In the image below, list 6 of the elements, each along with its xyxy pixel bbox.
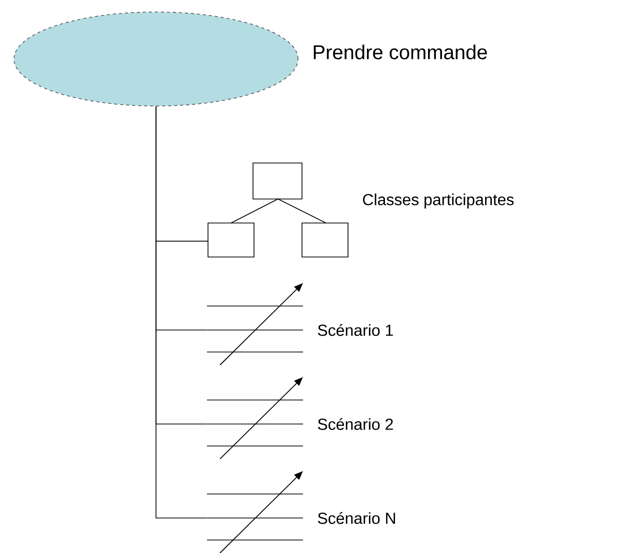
scenario-label: Scénario 1 [318,324,393,336]
class-label: Classes participantes [363,194,514,208]
scenario-label: Scénario N [318,512,395,524]
tree-line [156,106,208,518]
scenario-label: Scénario 2 [318,418,393,430]
use-case-name: Prendre commande [314,44,487,60]
